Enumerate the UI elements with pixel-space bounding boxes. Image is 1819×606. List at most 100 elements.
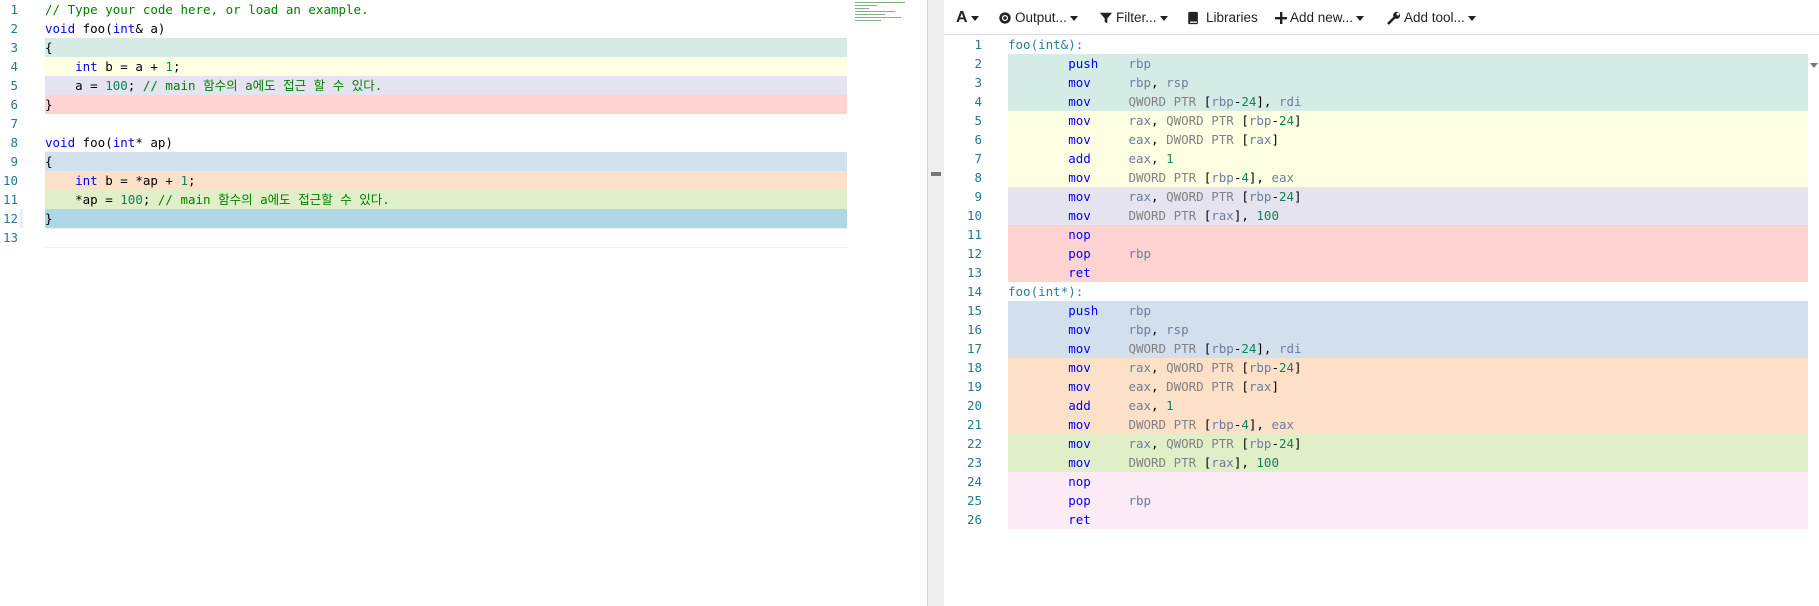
source-line[interactable]: 11 *ap = 100; // main 함수의 a에도 접근할 수 있다. xyxy=(0,190,847,209)
assembly-line[interactable]: 3 mov rbp, rsp xyxy=(944,73,1808,92)
assembly-line[interactable]: 1 foo(int&): xyxy=(944,35,1808,54)
line-number: 8 xyxy=(974,170,982,185)
output-menu-button[interactable]: Output... xyxy=(998,9,1078,27)
chevron-down-icon xyxy=(1159,15,1168,21)
assembly-line[interactable]: 13 ret xyxy=(944,263,1808,282)
line-highlight xyxy=(1008,396,1808,415)
assembly-code-text: nop xyxy=(1068,474,1091,489)
line-number: 2 xyxy=(974,56,982,71)
plus-icon xyxy=(1275,12,1287,24)
line-highlight xyxy=(1008,187,1808,206)
assembly-code-text: push rbp xyxy=(1068,56,1152,71)
chevron-down-icon xyxy=(1356,15,1365,21)
line-highlight xyxy=(1008,358,1808,377)
line-highlight xyxy=(1008,491,1808,510)
line-highlight xyxy=(1008,301,1808,320)
assembly-line[interactable]: 18 mov rax, QWORD PTR [rbp-24] xyxy=(944,358,1808,377)
gear-icon xyxy=(999,12,1011,24)
source-code-text: } xyxy=(45,97,53,112)
assembly-line[interactable]: 8 mov DWORD PTR [rbp-4], eax xyxy=(944,168,1808,187)
chevron-down-icon xyxy=(970,15,979,21)
line-highlight xyxy=(45,171,847,190)
source-line[interactable]: 7 xyxy=(0,114,847,133)
pane-splitter[interactable] xyxy=(927,0,945,606)
libraries-button[interactable]: Libraries xyxy=(1187,9,1258,27)
line-highlight xyxy=(45,38,847,57)
assembly-code-text: mov DWORD PTR [rax], 100 xyxy=(1068,208,1279,223)
assembly-line[interactable]: 19 mov eax, DWORD PTR [rax] xyxy=(944,377,1808,396)
splitter-grip[interactable] xyxy=(931,172,941,176)
assembly-scrollbar[interactable] xyxy=(1808,35,1819,606)
assembly-line[interactable]: 12 pop rbp xyxy=(944,244,1808,263)
current-line-gutter-marker xyxy=(20,209,23,228)
line-highlight xyxy=(45,76,847,95)
assembly-line[interactable]: 23 mov DWORD PTR [rax], 100 xyxy=(944,453,1808,472)
line-number: 4 xyxy=(10,59,18,74)
source-line[interactable]: 10 int b = *ap + 1; xyxy=(0,171,847,190)
source-line[interactable]: 6} xyxy=(0,95,847,114)
assembly-line[interactable]: 26 ret xyxy=(944,510,1808,529)
assembly-line[interactable]: 21 mov DWORD PTR [rbp-4], eax xyxy=(944,415,1808,434)
add-new-label: Add new... xyxy=(1290,10,1354,25)
assembly-code-text: mov QWORD PTR [rbp-24], rdi xyxy=(1068,341,1302,356)
output-menu-label: Output... xyxy=(1015,10,1067,25)
assembly-line[interactable]: 9 mov rax, QWORD PTR [rbp-24] xyxy=(944,187,1808,206)
line-highlight xyxy=(1008,377,1808,396)
assembly-code-text: mov QWORD PTR [rbp-24], rdi xyxy=(1068,94,1302,109)
source-line[interactable]: 1// Type your code here, or load an exam… xyxy=(0,0,847,19)
source-code-text: } xyxy=(45,211,53,226)
line-number: 6 xyxy=(974,132,982,147)
editor-minimap[interactable] xyxy=(855,2,925,24)
assembly-line[interactable]: 24 nop xyxy=(944,472,1808,491)
source-line[interactable]: 5 a = 100; // main 함수의 a에도 접근 할 수 있다. xyxy=(0,76,847,95)
line-highlight xyxy=(45,209,847,228)
assembly-line[interactable]: 7 add eax, 1 xyxy=(944,149,1808,168)
source-code-text: a = 100; // main 함수의 a에도 접근 할 수 있다. xyxy=(45,78,383,93)
add-tool-button[interactable]: Add tool... xyxy=(1387,9,1476,27)
assembly-line[interactable]: 16 mov rbp, rsp xyxy=(944,320,1808,339)
assembly-line[interactable]: 17 mov QWORD PTR [rbp-24], rdi xyxy=(944,339,1808,358)
source-line[interactable]: 4 int b = a + 1; xyxy=(0,57,847,76)
line-number: 24 xyxy=(966,474,982,489)
assembly-line[interactable]: 2 push rbp xyxy=(944,54,1808,73)
source-code-text: int b = a + 1; xyxy=(75,59,181,74)
line-number: 16 xyxy=(966,322,982,337)
assembly-line[interactable]: 10 mov DWORD PTR [rax], 100 xyxy=(944,206,1808,225)
line-number: 12 xyxy=(2,211,18,226)
filter-menu-label: Filter... xyxy=(1116,10,1157,25)
line-number: 12 xyxy=(966,246,982,261)
assembly-code-text: mov rax, QWORD PTR [rbp-24] xyxy=(1068,436,1302,451)
assembly-line[interactable]: 11 nop xyxy=(944,225,1808,244)
font-icon: A xyxy=(956,9,968,26)
line-number: 9 xyxy=(974,189,982,204)
assembly-line[interactable]: 25 pop rbp xyxy=(944,491,1808,510)
font-size-button[interactable]: A xyxy=(956,9,979,27)
line-highlight xyxy=(1008,130,1808,149)
assembly-line[interactable]: 20 add eax, 1 xyxy=(944,396,1808,415)
filter-icon xyxy=(1099,12,1113,24)
line-number: 1 xyxy=(974,37,982,52)
assembly-line[interactable]: 15 push rbp xyxy=(944,301,1808,320)
assembly-line[interactable]: 22 mov rax, QWORD PTR [rbp-24] xyxy=(944,434,1808,453)
source-editor-pane[interactable]: 1// Type your code here, or load an exam… xyxy=(0,0,927,606)
assembly-line[interactable]: 5 mov rax, QWORD PTR [rbp-24] xyxy=(944,111,1808,130)
add-new-button[interactable]: Add new... xyxy=(1275,9,1365,27)
source-line[interactable]: 13 xyxy=(0,228,847,247)
assembly-line[interactable]: 6 mov eax, DWORD PTR [rax] xyxy=(944,130,1808,149)
assembly-code-text: pop rbp xyxy=(1068,246,1152,261)
assembly-code-text: foo(int&): xyxy=(1008,37,1084,52)
compiler-toolbar: A Output... Filter... Libraries Add new.… xyxy=(944,0,1819,35)
assembly-code-text: ret xyxy=(1068,512,1091,527)
source-line[interactable]: 12} xyxy=(0,209,847,228)
line-number: 2 xyxy=(10,21,18,36)
source-line[interactable]: 9{ xyxy=(0,152,847,171)
compiler-output-pane: A Output... Filter... Libraries Add new.… xyxy=(944,0,1819,606)
source-line[interactable]: 3{ xyxy=(0,38,847,57)
line-highlight xyxy=(1008,244,1808,263)
assembly-line[interactable]: 4 mov QWORD PTR [rbp-24], rdi xyxy=(944,92,1808,111)
filter-menu-button[interactable]: Filter... xyxy=(1099,9,1168,27)
